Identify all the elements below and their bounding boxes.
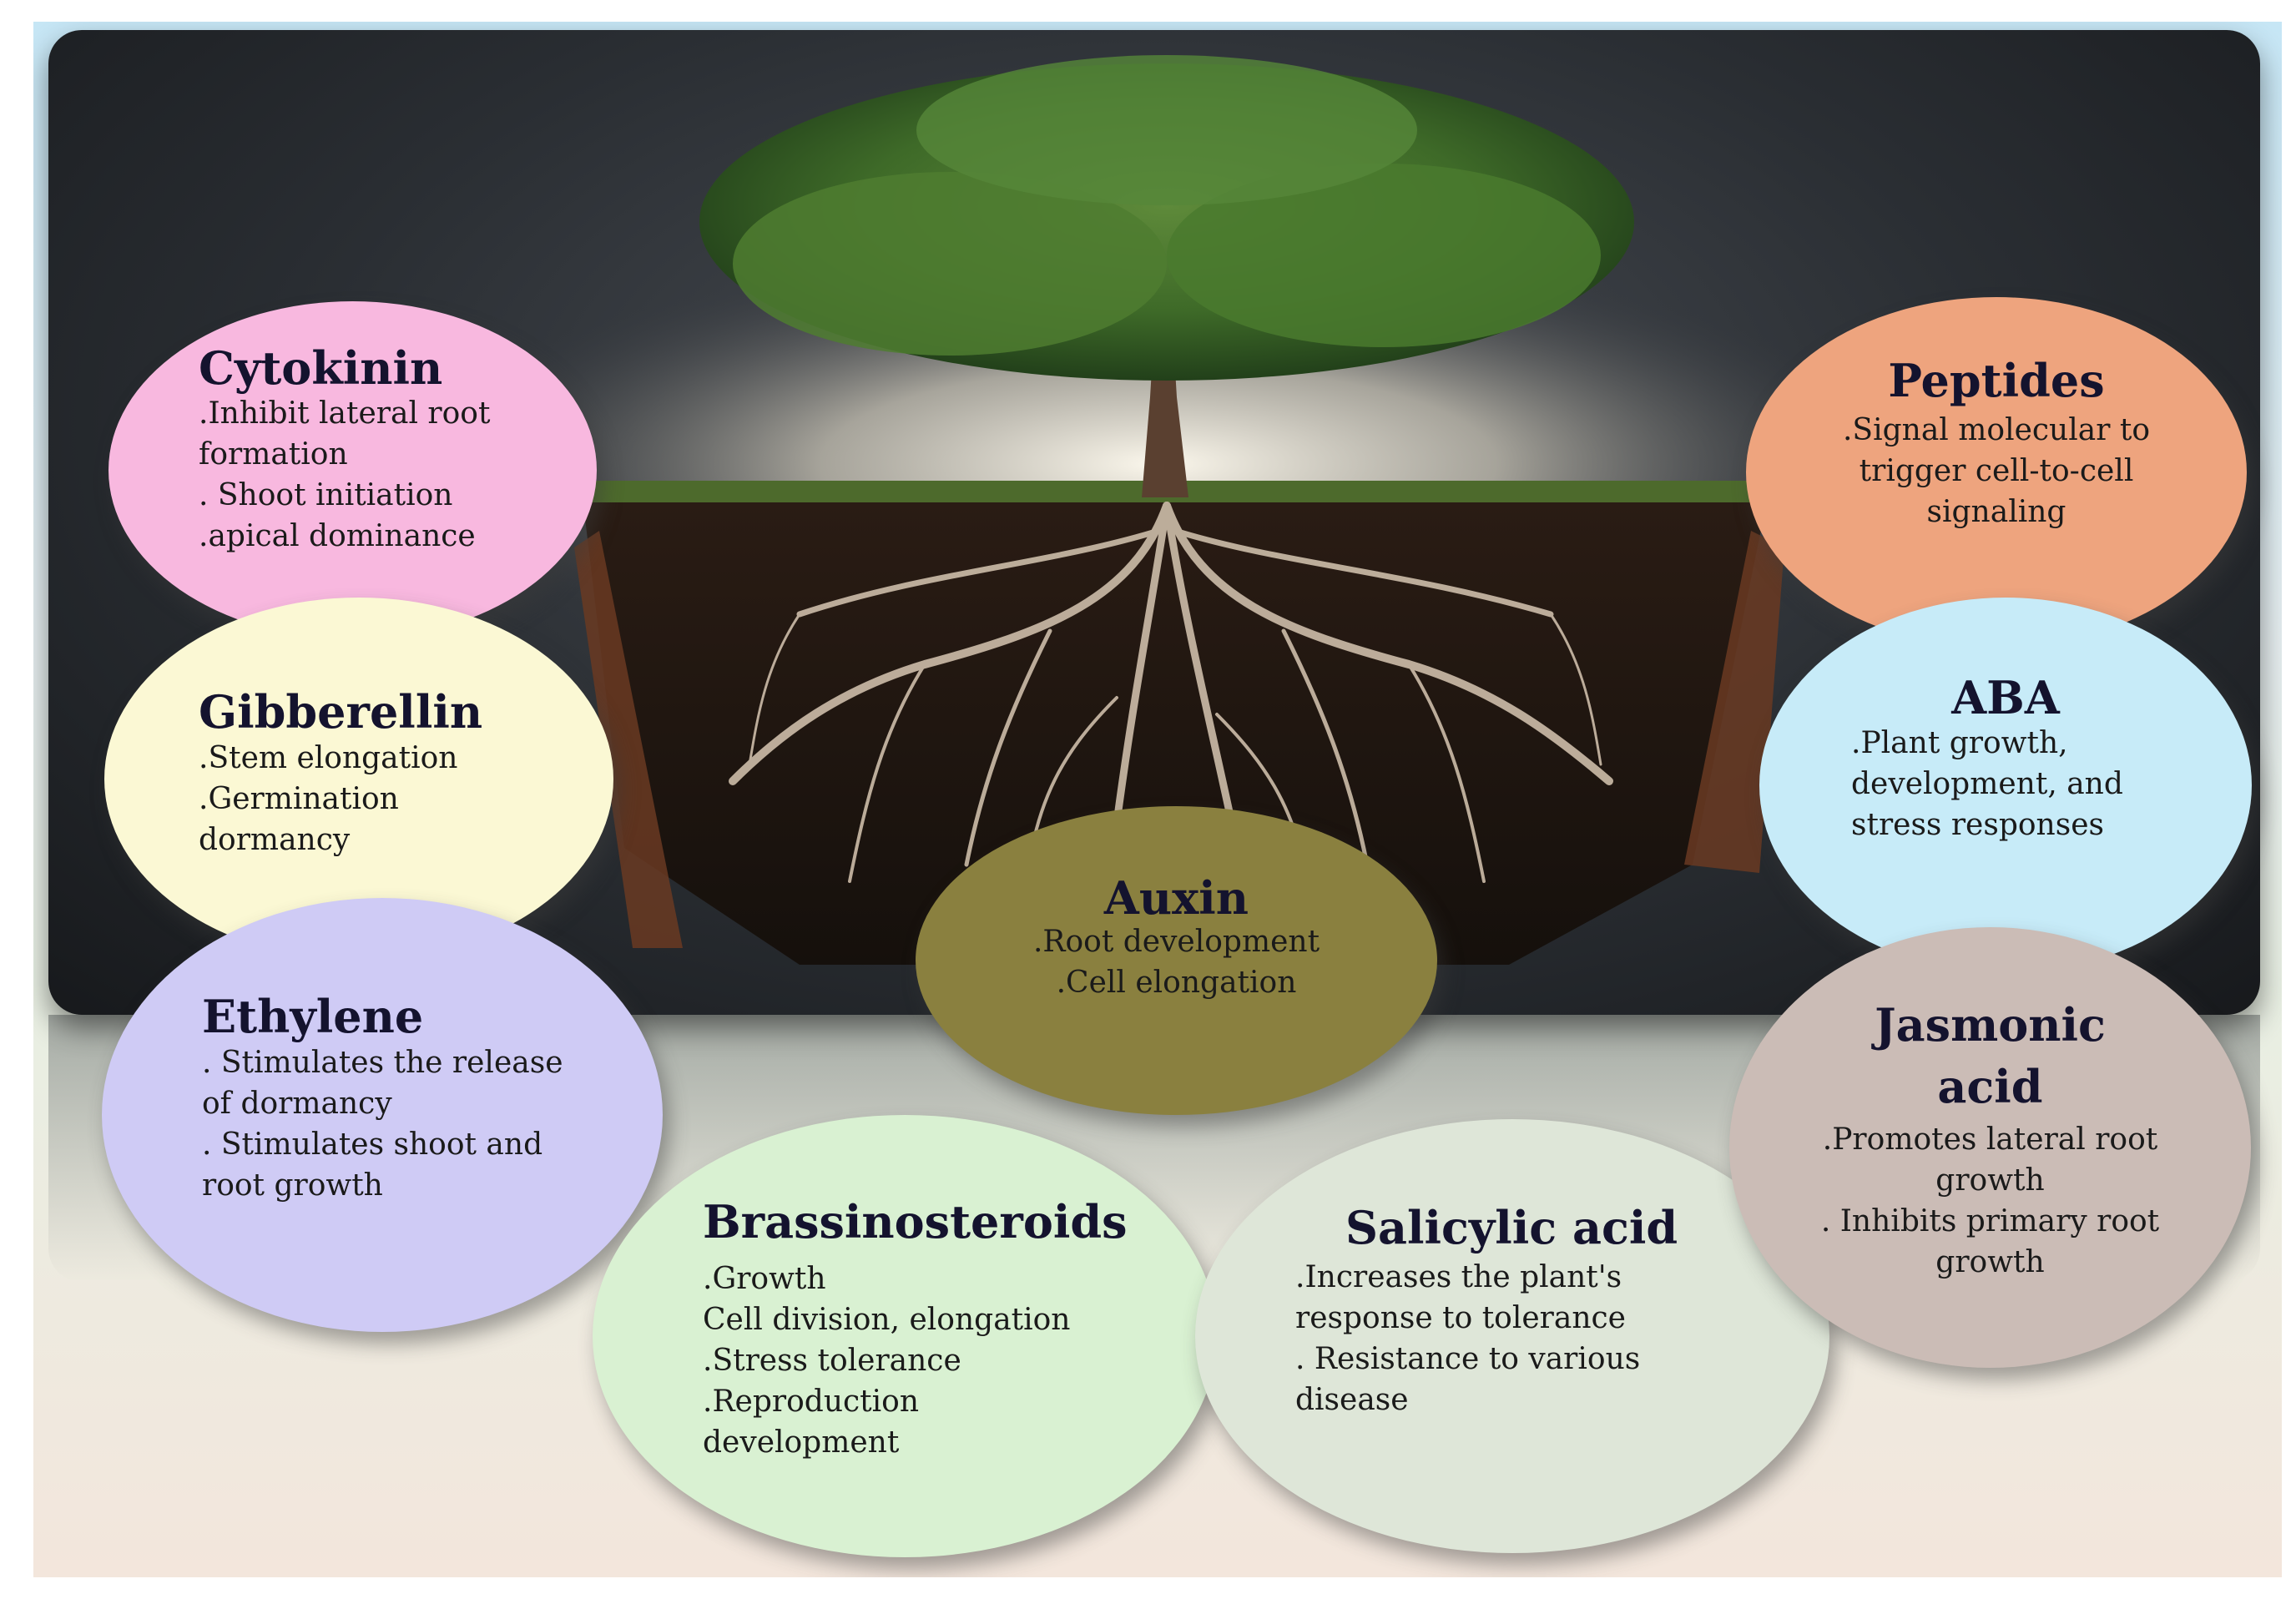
- auxin-bubble: Auxin .Root development .Cell elongation: [916, 806, 1437, 1115]
- gibberellin-title: Gibberellin: [199, 685, 483, 739]
- cytokinin-description: .Inhibit lateral root formation . Shoot …: [199, 393, 490, 557]
- brassinosteroids-line: development: [703, 1425, 900, 1460]
- cytokinin-title: Cytokinin: [199, 341, 443, 395]
- salicylic-acid-description: .Increases the plant's response to toler…: [1295, 1257, 1640, 1420]
- peptides-title: Peptides: [1888, 354, 2105, 407]
- ethylene-line: . Stimulates the release: [202, 1046, 563, 1080]
- salicylic-acid-line: .Increases the plant's: [1295, 1260, 1622, 1294]
- aba-bubble: ABA .Plant growth, development, and stre…: [1759, 598, 2252, 973]
- brassinosteroids-title: Brassinosteroids: [703, 1195, 1128, 1248]
- ethylene-line: of dormancy: [202, 1087, 392, 1121]
- ethylene-line: root growth: [202, 1168, 383, 1203]
- peptides-line: trigger cell-to-cell: [1859, 454, 2134, 488]
- cytokinin-line: .apical dominance: [199, 519, 476, 553]
- jasmonic-acid-title-line: acid: [1937, 1060, 2043, 1113]
- peptides-description: .Signal molecular to trigger cell-to-cel…: [1746, 410, 2247, 532]
- cytokinin-line: .Inhibit lateral root: [199, 396, 491, 431]
- jasmonic-acid-line: growth: [1935, 1163, 2045, 1198]
- peptides-line: signaling: [1926, 495, 2066, 529]
- gibberellin-line: .Stem elongation: [199, 741, 458, 775]
- ethylene-title: Ethylene: [202, 990, 424, 1043]
- gibberellin-line: .Germination: [199, 782, 399, 816]
- auxin-line: .Cell elongation: [1056, 966, 1297, 1000]
- auxin-line: .Root development: [1032, 925, 1320, 959]
- ethylene-bubble: Ethylene . Stimulates the release of dor…: [102, 898, 663, 1332]
- brassinosteroids-line: Cell division, elongation: [703, 1303, 1071, 1337]
- brassinosteroids-description: .Growth Cell division, elongation .Stres…: [703, 1259, 1071, 1463]
- brassinosteroids-line: .Growth: [703, 1262, 826, 1296]
- salicylic-acid-title: Salicylic acid: [1345, 1201, 1678, 1254]
- aba-line: .Plant growth,: [1851, 726, 2068, 760]
- brassinosteroids-line: .Stress tolerance: [703, 1344, 961, 1378]
- cytokinin-line: formation: [199, 437, 348, 472]
- jasmonic-acid-title: Jasmonic acid: [1729, 994, 2251, 1117]
- salicylic-acid-bubble: Salicylic acid .Increases the plant's re…: [1195, 1119, 1829, 1553]
- jasmonic-acid-line: growth: [1935, 1245, 2045, 1279]
- aba-title: ABA: [1951, 671, 2060, 724]
- gibberellin-description: .Stem elongation .Germination dormancy: [199, 738, 457, 860]
- aba-description: .Plant growth, development, and stress r…: [1851, 723, 2123, 845]
- jasmonic-acid-line: .Promotes lateral root: [1822, 1122, 2158, 1157]
- salicylic-acid-line: . Resistance to various: [1295, 1342, 1641, 1376]
- brassinosteroids-bubble: Brassinosteroids .Growth Cell division, …: [593, 1115, 1217, 1557]
- auxin-description: .Root development .Cell elongation: [916, 921, 1437, 1003]
- salicylic-acid-line: disease: [1295, 1383, 1409, 1417]
- soil-edge-left: [574, 531, 683, 948]
- peptides-line: .Signal molecular to: [1842, 413, 2150, 447]
- jasmonic-acid-title-line: Jasmonic: [1875, 998, 2106, 1052]
- ethylene-description: . Stimulates the release of dormancy . S…: [202, 1042, 563, 1206]
- gibberellin-bubble: Gibberellin .Stem elongation .Germinatio…: [104, 598, 613, 961]
- ethylene-line: . Stimulates shoot and: [202, 1127, 543, 1162]
- soil-pit: [583, 497, 1768, 965]
- tree-illustration: [407, 55, 1910, 965]
- diagram-canvas: Cytokinin .Inhibit lateral root formatio…: [33, 22, 2282, 1577]
- jasmonic-acid-bubble: Jasmonic acid .Promotes lateral root gro…: [1729, 927, 2251, 1368]
- auxin-title: Auxin: [1103, 871, 1249, 925]
- aba-line: stress responses: [1851, 808, 2104, 842]
- peptides-bubble: Peptides .Signal molecular to trigger ce…: [1746, 297, 2247, 648]
- cytokinin-bubble: Cytokinin .Inhibit lateral root formatio…: [108, 301, 597, 639]
- aba-line: development, and: [1851, 767, 2123, 801]
- jasmonic-acid-description: .Promotes lateral root growth . Inhibits…: [1729, 1119, 2251, 1283]
- jasmonic-acid-line: . Inhibits primary root: [1820, 1204, 2160, 1238]
- tree-roots: [729, 502, 1613, 900]
- brassinosteroids-line: .Reproduction: [703, 1385, 920, 1419]
- gibberellin-line: dormancy: [199, 823, 351, 857]
- salicylic-acid-line: response to tolerance: [1295, 1301, 1626, 1335]
- cytokinin-line: . Shoot initiation: [199, 478, 453, 512]
